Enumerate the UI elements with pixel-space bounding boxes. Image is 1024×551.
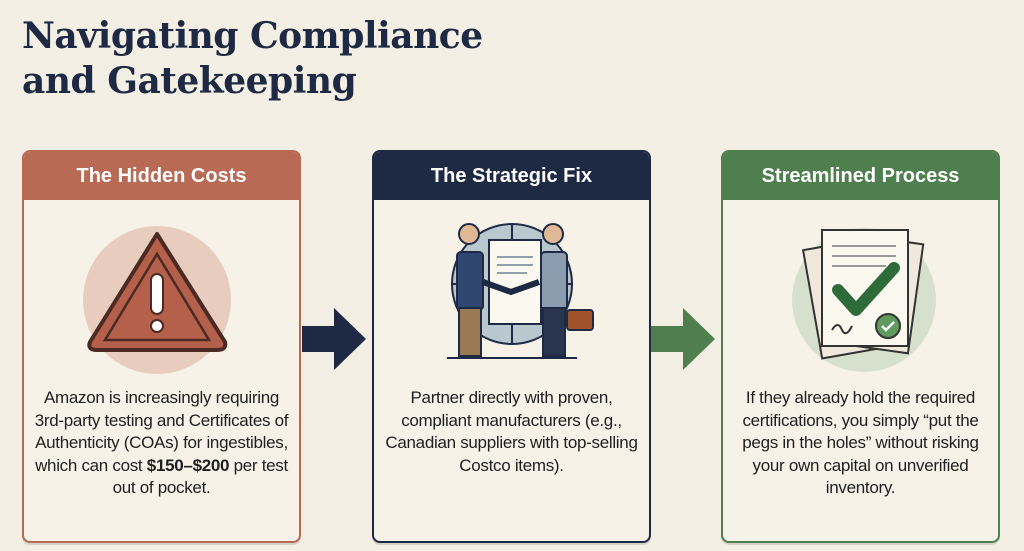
card-heading: The Hidden Costs: [24, 152, 299, 200]
handshake-icon: [446, 223, 594, 359]
arrow-right-icon: [651, 308, 715, 370]
card-streamlined-process: Streamlined Process If they already hold…: [721, 150, 1000, 543]
card-description: Partner directly with proven, compliant …: [385, 388, 638, 475]
card-heading: Streamlined Process: [723, 152, 998, 200]
arrow-right-icon: [302, 308, 366, 370]
certified-documents-icon: [791, 228, 936, 372]
page-title: Navigating Compliance and Gatekeeping: [22, 14, 483, 104]
title-line-2: and Gatekeeping: [22, 60, 357, 102]
card-description: Amazon is increasingly requiring 3rd-par…: [34, 387, 289, 500]
title-line-1: Navigating Compliance: [22, 15, 483, 57]
card-strategic-fix: The Strategic Fix Partner directly with …: [372, 150, 651, 543]
card-heading: The Strategic Fix: [374, 152, 649, 200]
text-part: Amazon is increasingly requiring 3rd-par…: [34, 388, 289, 475]
text-part: per test out of pocket.: [112, 455, 289, 498]
warning-icon: [82, 226, 231, 374]
card-hidden-costs: The Hidden Costs Amazon is increasingly …: [22, 150, 301, 543]
card-description: If they already hold the required certif…: [742, 388, 979, 497]
cost-highlight: $150–$200: [146, 455, 230, 475]
